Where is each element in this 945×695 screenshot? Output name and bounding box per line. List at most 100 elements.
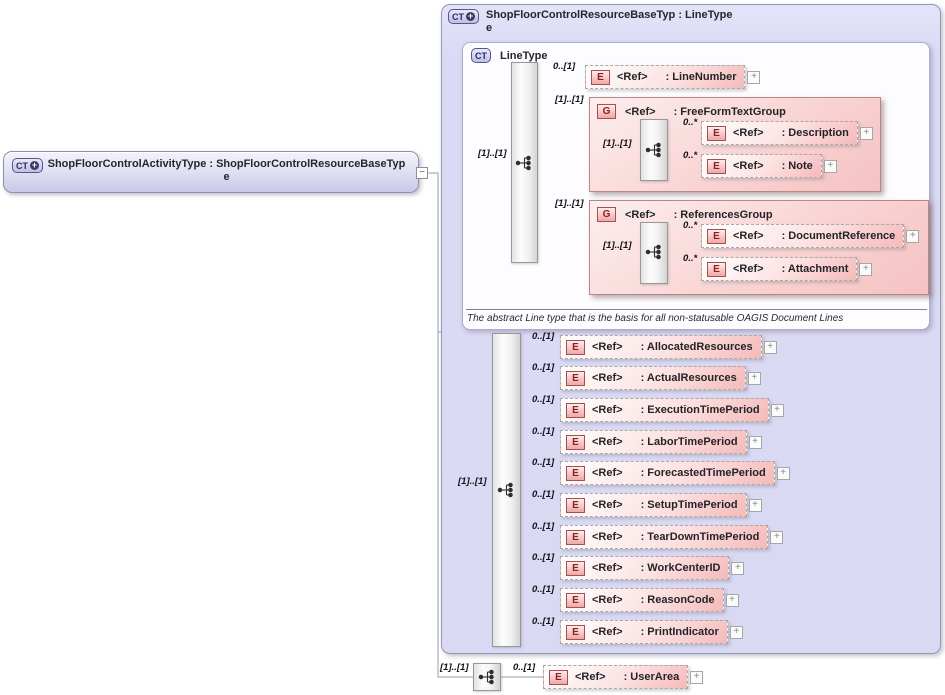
element-labortimeperiod[interactable]: E <Ref> : LaborTimePeriod + [560, 430, 762, 454]
expand-plus-icon[interactable]: + [729, 625, 743, 639]
linetype-header: CT LineType [463, 43, 929, 63]
element-teardowntimeperiod[interactable]: E <Ref> : TearDownTimePeriod + [560, 525, 784, 549]
group-icon: G [597, 207, 616, 222]
element-box[interactable]: E <Ref> : Attachment [701, 257, 858, 281]
ref-label: <Ref> [617, 71, 648, 83]
expand-plus-icon[interactable]: + [748, 498, 762, 512]
element-name: : PrintIndicator [640, 626, 719, 638]
element-box[interactable]: E <Ref> : PrintIndicator [560, 620, 728, 644]
expand-plus-icon[interactable]: + [690, 670, 704, 684]
occurrence-label: [1]..[1] [458, 476, 487, 487]
element-box[interactable]: E <Ref> : ForecastedTimePeriod [560, 461, 775, 485]
element-note[interactable]: E <Ref> : Note + [701, 154, 837, 178]
element-allocatedresources[interactable]: E <Ref> : AllocatedResources + [560, 335, 777, 359]
expand-plus-icon[interactable]: + [823, 159, 837, 173]
ref-label: <Ref> [625, 105, 656, 118]
element-box[interactable]: E <Ref> : LineNumber [585, 65, 746, 89]
expand-plus-icon[interactable]: + [770, 530, 784, 544]
element-name: : ForecastedTimePeriod [640, 467, 766, 479]
expand-plus-icon[interactable]: + [725, 593, 739, 607]
expand-plus-icon[interactable]: + [859, 262, 873, 276]
ref-label: <Ref> [733, 127, 764, 139]
occurrence-label: 0..[1] [532, 584, 555, 595]
occurrence-label: [1]..[1] [555, 94, 584, 105]
element-box[interactable]: E <Ref> : ExecutionTimePeriod [560, 398, 769, 422]
element-box[interactable]: E <Ref> : DocumentReference [701, 224, 905, 248]
container-title: ShopFloorControlResourceBaseTyp : LineTy… [486, 9, 733, 35]
sequence-compositor[interactable] [640, 222, 668, 284]
occurrence-label: 0..[1] [532, 331, 555, 342]
ref-label: <Ref> [575, 671, 606, 683]
occurrence-label: 0..* [683, 150, 698, 161]
element-box[interactable]: E <Ref> : ActualResources [560, 366, 746, 390]
expand-plus-icon[interactable]: + [770, 403, 784, 417]
occurrence-label: 0..[1] [532, 521, 555, 532]
collapse-handle[interactable]: − [416, 167, 428, 179]
annotation-separator [466, 309, 927, 310]
occurrence-label: 0..[1] [532, 489, 555, 500]
element-forecastedtimeperiod[interactable]: E <Ref> : ForecastedTimePeriod + [560, 461, 790, 485]
derivation-plus-icon: + [466, 11, 475, 21]
occurrence-label: 0..* [683, 253, 698, 264]
expand-plus-icon[interactable]: + [776, 466, 790, 480]
occurrence-label: [1]..[1] [478, 148, 507, 159]
element-reasoncode[interactable]: E <Ref> : ReasonCode + [560, 588, 739, 612]
element-description[interactable]: E <Ref> : Description + [701, 121, 873, 145]
derivation-plus-icon: + [30, 160, 39, 170]
container-title-line1: ShopFloorControlResourceBaseTyp : LineTy… [486, 9, 733, 21]
expand-plus-icon[interactable]: + [763, 340, 777, 354]
element-name: : LineNumber [665, 71, 737, 83]
element-attachment[interactable]: E <Ref> : Attachment + [701, 257, 873, 281]
element-setuptimeperiod[interactable]: E <Ref> : SetupTimePeriod + [560, 493, 762, 517]
element-box[interactable]: E <Ref> : AllocatedResources [560, 335, 762, 359]
ref-label: <Ref> [733, 230, 764, 242]
ref-label: <Ref> [592, 467, 623, 479]
element-name: : DocumentReference [781, 230, 896, 242]
element-workcenterid[interactable]: E <Ref> : WorkCenterID + [560, 556, 745, 580]
ref-label: <Ref> [592, 436, 623, 448]
element-box[interactable]: E <Ref> : WorkCenterID [560, 556, 730, 580]
group-header: G <Ref> : FreeFormTextGroup [590, 98, 880, 119]
occurrence-label: 0..* [683, 220, 698, 231]
expand-plus-icon[interactable]: + [859, 126, 873, 140]
element-executiontimeperiod[interactable]: E <Ref> : ExecutionTimePeriod + [560, 398, 784, 422]
element-linenumber[interactable]: E <Ref> : LineNumber + [585, 65, 761, 89]
group-header: G <Ref> : ReferencesGroup [590, 201, 928, 222]
element-box[interactable]: E <Ref> : TearDownTimePeriod [560, 525, 769, 549]
element-documentreference[interactable]: E <Ref> : DocumentReference + [701, 224, 920, 248]
node-title-line1: ShopFloorControlActivityType : ShopFloor… [47, 158, 406, 170]
sequence-icon [645, 142, 661, 158]
element-box[interactable]: E <Ref> : LaborTimePeriod [560, 430, 747, 454]
element-name: : ExecutionTimePeriod [640, 404, 760, 416]
ref-label: <Ref> [592, 562, 623, 574]
ref-label: <Ref> [733, 160, 764, 172]
element-icon: E [707, 228, 726, 244]
element-box[interactable]: E <Ref> : UserArea [543, 665, 689, 689]
occurrence-label: 0..* [683, 117, 698, 128]
complex-type-icon-label: CT [475, 50, 487, 61]
element-name: : ReasonCode [640, 594, 715, 606]
element-icon: E [566, 592, 585, 608]
expand-plus-icon[interactable]: + [748, 435, 762, 449]
ref-label: <Ref> [625, 208, 656, 221]
element-icon: E [707, 261, 726, 277]
complex-type-icon: CT [471, 48, 491, 63]
ref-label: <Ref> [592, 626, 623, 638]
element-box[interactable]: E <Ref> : SetupTimePeriod [560, 493, 747, 517]
expand-plus-icon[interactable]: + [747, 371, 761, 385]
node-shopfloorcontrolactivitytype[interactable]: CT + ShopFloorControlActivityType : Shop… [3, 151, 419, 193]
element-name: : LaborTimePeriod [640, 436, 738, 448]
occurrence-label: 0..[1] [532, 552, 555, 563]
expand-plus-icon[interactable]: + [731, 561, 745, 575]
element-icon: E [707, 158, 726, 174]
element-userarea[interactable]: E <Ref> : UserArea + [543, 665, 704, 689]
sequence-icon [478, 669, 494, 685]
element-printindicator[interactable]: E <Ref> : PrintIndicator + [560, 620, 743, 644]
element-box[interactable]: E <Ref> : Note [701, 154, 822, 178]
expand-plus-icon[interactable]: + [747, 70, 761, 84]
element-box[interactable]: E <Ref> : ReasonCode [560, 588, 724, 612]
element-box[interactable]: E <Ref> : Description [701, 121, 858, 145]
element-icon: E [591, 69, 610, 85]
expand-plus-icon[interactable]: + [906, 229, 920, 243]
element-actualresources[interactable]: E <Ref> : ActualResources + [560, 366, 761, 390]
